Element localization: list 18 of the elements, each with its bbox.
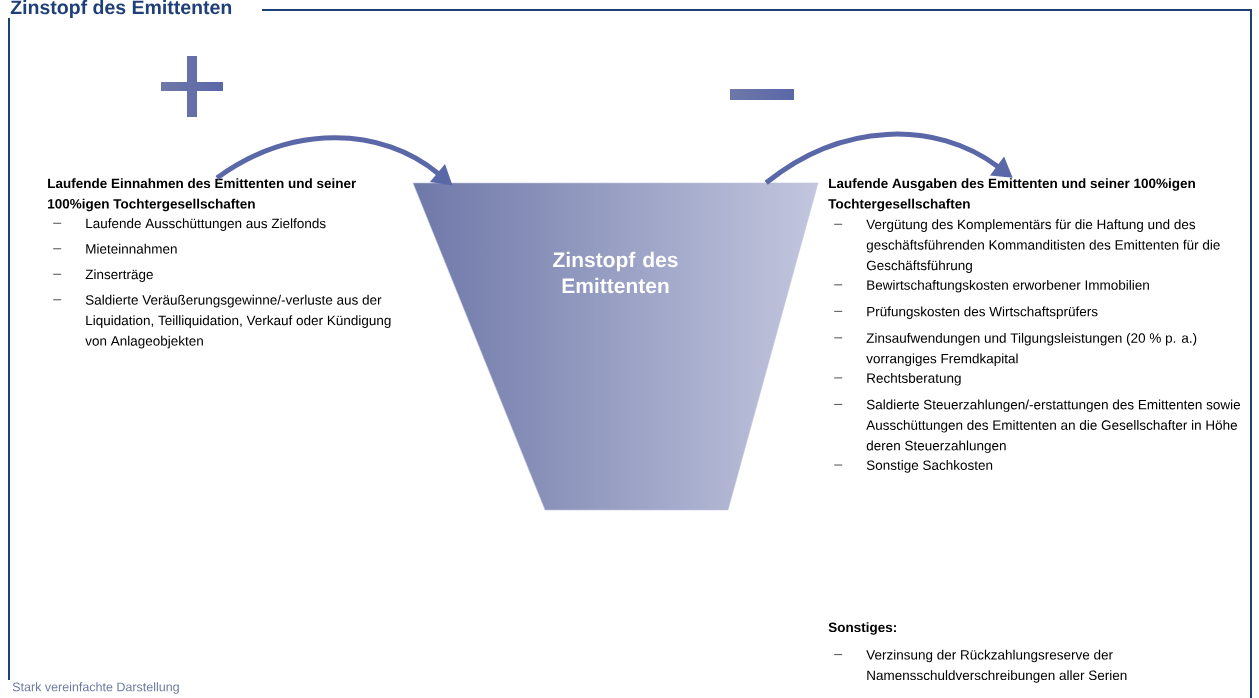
list-item: Zinsaufwendungen und Tilgungsleistungen (20 % p. a.) vorrangiges Fremdkapital [833, 332, 1197, 366]
list-item: Laufende Ausschüttungen aus Zielfonds [52, 218, 326, 231]
block-heading: Sonstiges: [828, 622, 896, 635]
block-heading: Laufende Ausgaben des Emittenten und seiner 100%igen Tochtergesellschaften [828, 178, 1195, 212]
list-item: Mieteinnahmen [52, 243, 177, 254]
list-item: Bewirtschaftungskosten erworbener Immobilien [833, 279, 1149, 293]
title: Zinstopf des Emittenten [10, 0, 232, 19]
list-item: Verzinsung der Rückzahlungsreserve der Namensschuldverschreibungen aller Serien [833, 649, 1127, 683]
list-item: Rechtsberatung [833, 373, 961, 386]
list-item: Zinserträge [52, 269, 153, 282]
list-item: Sonstige Sachkosten [833, 460, 993, 473]
list-item: Vergütung des Komplementärs für die Haftung und des geschäftsführenden Kommanditisten des Emittenten für die Geschäftsführung [833, 219, 1220, 273]
list-item: Prüfungskosten des Wirtschaftsprüfers [833, 306, 1098, 319]
caption: Stark vereinfachte Darstellung [12, 682, 179, 694]
list-item: Saldierte Steuerzahlungen/-erstattungen des Emittenten sowie Ausschüttungen des Emittenten an die Gesellschafter in Höhe deren Steuerzahlungen [833, 399, 1241, 454]
funnel: Zinstopf des Emittenten [412, 182, 819, 511]
block-heading: Laufende Einnahmen des Emittenten und seiner 100%igen Tochtergesellschaften [48, 178, 357, 212]
list-item: Saldierte Veräußerungsgewinne/-verluste aus der Liquidation, Teilliquidation, Verkauf oder Kündigung von Anlageobjekten [52, 294, 391, 349]
